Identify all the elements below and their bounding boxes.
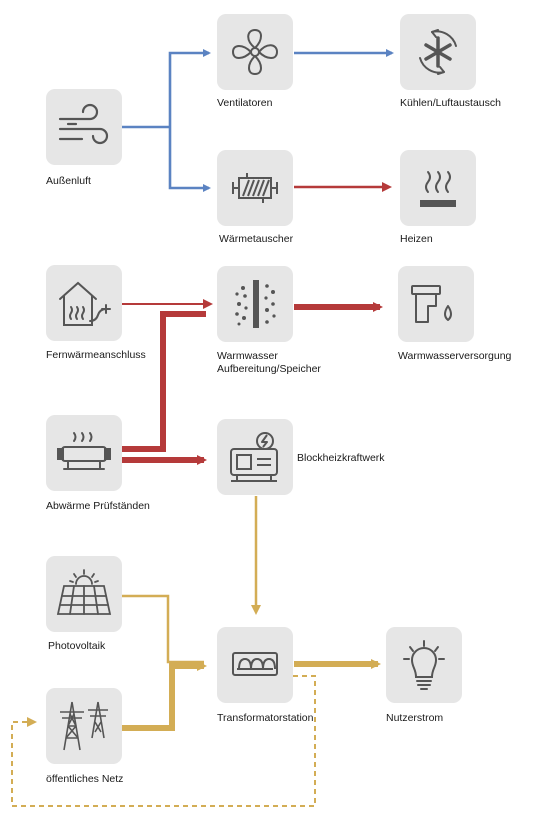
label-aussenluft: Außenluft <box>46 175 91 187</box>
faucet-icon <box>411 285 452 323</box>
node-kuehlen[interactable] <box>400 14 476 90</box>
label-warmwasser-line2: Aufbereitung/Speicher <box>217 363 321 375</box>
flow-abwaerme-warmwasser <box>122 311 206 452</box>
node-warmwasserversorgung[interactable] <box>398 266 474 342</box>
label-waermetauscher: Wärmetauscher <box>219 233 294 245</box>
snowflake-cycle-icon <box>419 29 457 75</box>
label-bhkw: Blockheizkraftwerk <box>297 452 385 464</box>
flow-to-ventilatoren <box>168 49 211 127</box>
label-kuehlen: Kühlen/Luftaustausch <box>400 97 501 109</box>
air-flows <box>120 49 394 192</box>
wind-icon <box>58 103 109 145</box>
node-nutzerstrom[interactable] <box>386 627 462 703</box>
label-warmwasser-line1: Warmwasser <box>217 350 278 362</box>
fan-icon <box>231 28 279 76</box>
node-netz[interactable] <box>46 688 122 764</box>
node-aussenluft[interactable] <box>46 89 122 165</box>
node-heizen[interactable] <box>400 150 476 226</box>
node-abwaerme[interactable] <box>46 415 122 491</box>
heat-exchanger-icon <box>232 173 278 203</box>
label-photovoltaik: Photovoltaik <box>48 640 106 652</box>
flow-netz-trafo <box>122 661 207 731</box>
house-plug-icon <box>59 281 111 326</box>
heat-flows <box>122 182 392 465</box>
node-photovoltaik[interactable] <box>46 556 122 632</box>
generator-icon <box>230 432 278 482</box>
flow-return-dashed <box>11 675 316 807</box>
water-storage-icon <box>235 280 276 328</box>
node-warmwasser[interactable] <box>217 266 293 342</box>
node-bhkw[interactable] <box>217 419 293 495</box>
power-flows <box>11 496 381 807</box>
heating-plate-icon <box>420 171 456 207</box>
flow-pv-trafo <box>122 594 204 664</box>
node-trafo[interactable] <box>217 627 293 703</box>
label-abwaerme: Abwärme Prüfständen <box>46 500 150 512</box>
node-fernwaerme[interactable] <box>46 265 122 341</box>
power-pylon-icon <box>60 701 108 751</box>
label-netz: öffentliches Netz <box>46 773 124 785</box>
label-heizen: Heizen <box>400 233 433 245</box>
transformer-coil-icon <box>232 652 278 676</box>
flow-to-waermetauscher <box>168 127 211 192</box>
node-waermetauscher[interactable] <box>217 150 293 226</box>
label-trafo: Transformatorstation <box>217 712 314 724</box>
solar-panel-icon <box>56 569 112 615</box>
light-bulb-icon <box>403 640 445 690</box>
label-warmwasserversorgung: Warmwasserversorgung <box>398 350 512 362</box>
label-fernwaerme: Fernwärmeanschluss <box>46 349 146 361</box>
label-ventilatoren: Ventilatoren <box>217 97 273 109</box>
label-nutzerstrom: Nutzerstrom <box>386 712 444 724</box>
node-ventilatoren[interactable] <box>217 14 293 90</box>
test-bench-icon <box>57 432 111 470</box>
